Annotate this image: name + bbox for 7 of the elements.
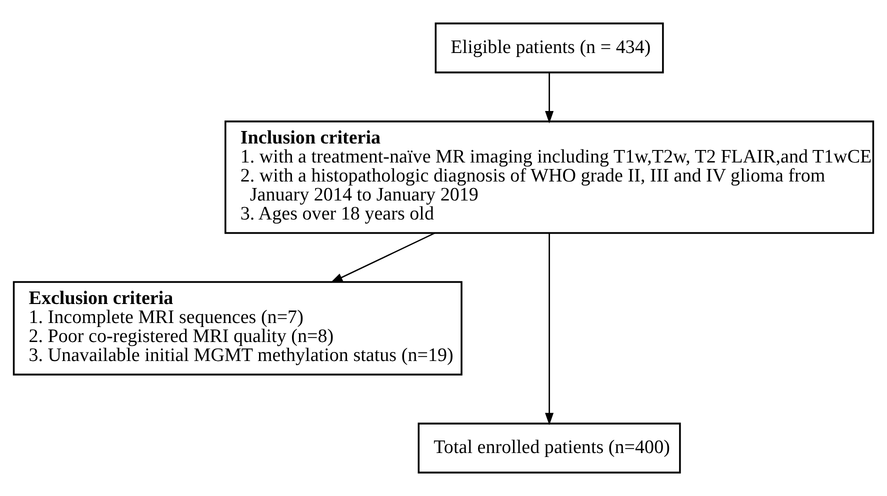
node-box: Inclusion criteria 1. with a treatment-naïve MR imaging including T1w,T2w, T2 FLAIR,and T1wCE 2. with a histopathologic diagnosis of WHO grade II, III and IV glioma from January 2014 to January 2019 3. Ages over 18 years old bbox=[224, 120, 874, 234]
node-box: Eligible patients (n = 434) bbox=[434, 22, 664, 74]
arrow bbox=[330, 232, 435, 283]
node-box: Total enrolled patients (n=400) bbox=[418, 422, 681, 474]
arrow bbox=[545, 234, 554, 426]
node-box: Exclusion criteria 1. Incomplete MRI sequences (n=7) 2. Poor co-registered MRI quality (n=8) 3. Unavailable initial MGMT methylation status (n=19) bbox=[12, 281, 462, 376]
arrow bbox=[545, 72, 554, 124]
